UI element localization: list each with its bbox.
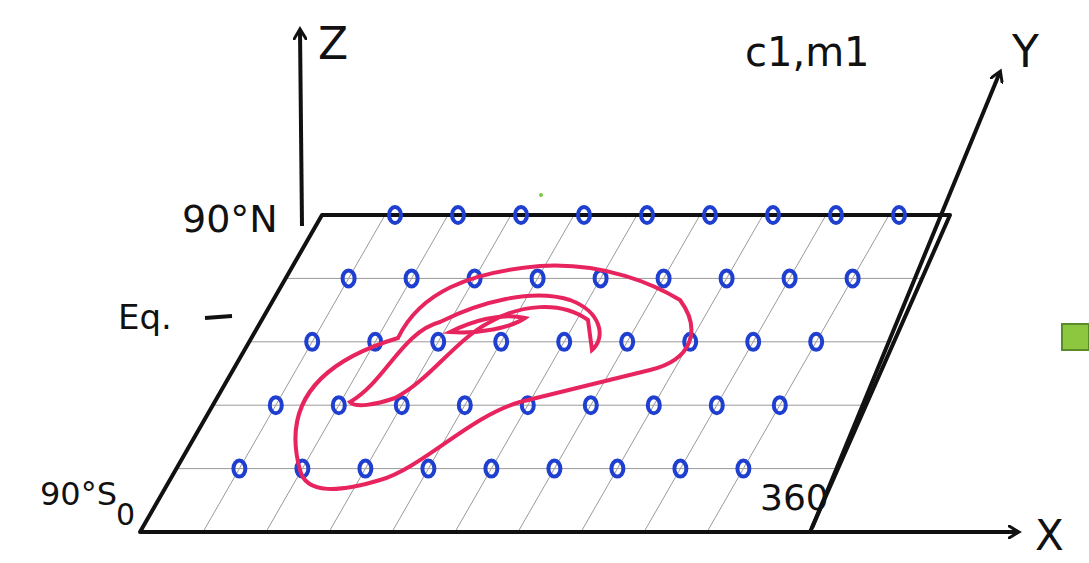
map-plane xyxy=(140,215,950,532)
grid-point xyxy=(784,270,796,286)
equator-tick xyxy=(205,316,232,318)
grid-point xyxy=(515,207,527,223)
grid-point xyxy=(893,207,905,223)
grid-point xyxy=(774,397,786,413)
grid-points xyxy=(233,207,905,477)
grid-point xyxy=(611,461,623,477)
longitude-label: 0 xyxy=(116,500,135,530)
grid-point xyxy=(721,270,733,286)
grid-point xyxy=(578,207,590,223)
grid-point xyxy=(452,207,464,223)
x-axis xyxy=(810,530,1018,534)
grid-point xyxy=(674,461,686,477)
grid-point xyxy=(532,270,544,286)
grid-point xyxy=(343,270,355,286)
grid-point xyxy=(548,461,560,477)
grid-line xyxy=(455,215,637,532)
grid-point xyxy=(422,461,434,477)
grid-point xyxy=(658,270,670,286)
grid-line xyxy=(286,278,922,279)
latitude-label: 90°S xyxy=(40,478,117,510)
grid-point xyxy=(641,207,653,223)
axis-label: Z xyxy=(318,22,348,66)
grid-line xyxy=(581,215,763,532)
grid-line xyxy=(707,215,889,532)
latitude-label: 90°N xyxy=(182,200,278,238)
green-marker xyxy=(1062,324,1089,350)
grid-point xyxy=(432,334,444,350)
grid-point xyxy=(233,461,245,477)
grid-point xyxy=(485,461,497,477)
grid-point xyxy=(747,334,759,350)
axis-label: X xyxy=(1035,515,1064,557)
grid-point xyxy=(595,270,607,286)
grid-point xyxy=(830,207,842,223)
grid-point xyxy=(270,397,282,413)
grid-line xyxy=(392,215,574,532)
grid-point xyxy=(810,334,822,350)
grid-point xyxy=(847,270,859,286)
variable-label: c1,m1 xyxy=(745,32,870,72)
axis-label: Y xyxy=(1012,30,1039,74)
green-dot xyxy=(539,193,543,197)
contour-core xyxy=(450,316,525,332)
contour-inner xyxy=(350,296,600,406)
grid-point xyxy=(396,397,408,413)
longitude-label: 360 xyxy=(760,480,829,516)
grid-point xyxy=(704,207,716,223)
z-axis xyxy=(300,30,302,226)
grid-point xyxy=(711,397,723,413)
grid-point xyxy=(767,207,779,223)
grid-point xyxy=(737,461,749,477)
contour-outer xyxy=(295,266,691,489)
y-axis xyxy=(812,72,1000,528)
grid-line xyxy=(518,215,700,532)
grid-point xyxy=(359,461,371,477)
grid-point xyxy=(495,334,507,350)
grid-lines xyxy=(176,215,922,532)
grid-point xyxy=(648,397,660,413)
grid-point xyxy=(406,270,418,286)
latitude-label: Eq. xyxy=(118,300,172,334)
grid-point xyxy=(333,397,345,413)
grid-point xyxy=(585,397,597,413)
grid-point xyxy=(621,334,633,350)
grid-point xyxy=(306,334,318,350)
grid-point xyxy=(389,207,401,223)
grid-point xyxy=(459,397,471,413)
grid-point xyxy=(558,334,570,350)
grid-line xyxy=(213,405,866,406)
